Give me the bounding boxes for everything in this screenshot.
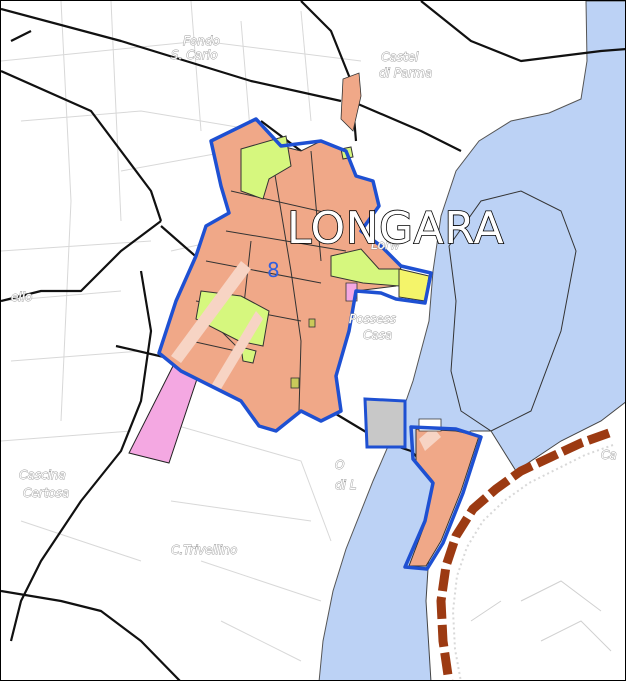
urban-upper-patch <box>340 72 362 132</box>
island-land <box>425 401 625 680</box>
river-inner-land <box>448 190 577 432</box>
label-lorw: Lorw <box>371 238 400 252</box>
island-contours <box>470 580 612 652</box>
levee-dots <box>451 444 614 680</box>
label-certosa: Certosa <box>23 486 69 500</box>
label-di-l: di L <box>335 478 356 492</box>
zone-boundary-8[interactable] <box>157 117 433 433</box>
urban-streets <box>190 150 347 412</box>
levee-line <box>436 428 611 680</box>
topo-grid <box>1 1 362 662</box>
town-label: LONGARA <box>287 203 504 254</box>
label-castel: Castel <box>381 50 419 64</box>
pink-zone <box>128 365 200 464</box>
label-cascina: Cascina <box>19 468 66 482</box>
label-s-carlo: S. Carlo <box>171 48 218 62</box>
label-di-parma: di Parma <box>379 66 432 80</box>
label-fondo: Fondo <box>183 34 220 48</box>
urban-speck <box>308 318 316 328</box>
urban-south-hatch <box>419 427 441 451</box>
label-possess: Possess <box>349 312 396 326</box>
urban-hatch <box>171 261 251 363</box>
label-o: O <box>335 458 344 472</box>
zone-number-label: 8 <box>267 258 280 282</box>
grey-zone <box>363 397 407 449</box>
label-ca: Ca <box>601 448 617 462</box>
yellow-zone <box>398 268 430 302</box>
urban-hatch <box>211 311 263 389</box>
urban-speck <box>290 377 300 389</box>
label-trivellino: C.Trivellino <box>171 543 237 557</box>
label-casa: Casa <box>363 328 392 342</box>
label-ello: ello <box>11 290 32 304</box>
zone-boundary-south[interactable] <box>403 425 483 571</box>
